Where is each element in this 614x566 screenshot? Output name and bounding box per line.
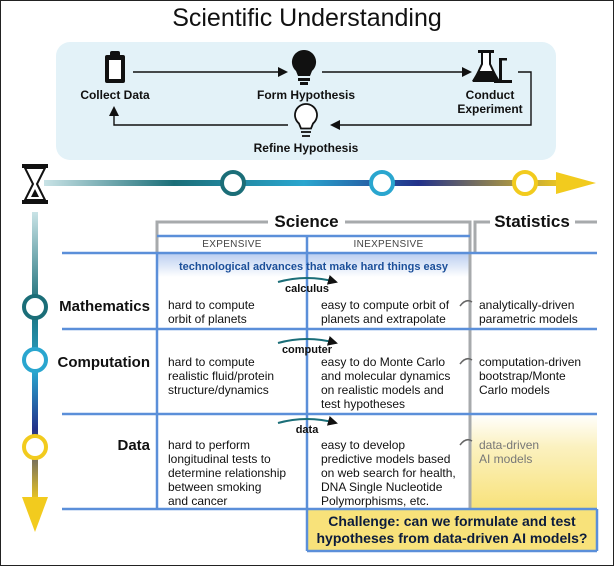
cell-line: analytically-driven [479, 298, 575, 312]
form-hypothesis-label: Form Hypothesis [256, 88, 355, 102]
cell-data-statistics: data-driven AI models [479, 438, 597, 466]
cell-line: DNA Single Nucleotide [321, 480, 443, 494]
cell-line: parametric models [479, 312, 578, 326]
arrow-conduct-to-refine [330, 71, 532, 130]
inexpensive-header: INEXPENSIVE [353, 239, 424, 250]
cell-line: realistic fluid/protein [168, 369, 275, 383]
cell-line: easy to do Monte Carlo [321, 355, 446, 369]
collect-data-label: Collect Data [80, 88, 150, 102]
statistics-header: Statistics [494, 212, 570, 231]
ai-models-highlight [470, 414, 597, 509]
tech-band [157, 253, 470, 277]
cell-line: planets and extrapolate [321, 312, 446, 326]
figure-title: Scientific Understanding [172, 4, 442, 32]
cycle-arrows [109, 67, 532, 130]
link-arrow-math [459, 299, 473, 307]
cell-line: structure/dynamics [168, 383, 269, 397]
cell-line: data-driven [479, 438, 540, 452]
cell-data-expensive: hard to perform longitudinal tests to de… [168, 438, 303, 508]
cell-line: on web search for health, [321, 466, 456, 480]
cell-line: determine relationship [168, 466, 287, 480]
cell-comp-statistics: computation-driven bootstrap/Monte Carlo… [479, 355, 597, 397]
cell-data-inexpensive: easy to develop predictive models based … [321, 438, 469, 508]
statistics-link-arrows [459, 299, 473, 446]
computer-arrow [277, 336, 338, 346]
row-label-computation: Computation [57, 354, 150, 371]
cell-line: and cancer [168, 494, 228, 508]
computer-label: computer [281, 344, 333, 356]
link-arrow-comp [459, 357, 473, 365]
data-label: data [295, 424, 319, 436]
cell-line: and molecular dynamics [321, 369, 451, 383]
cell-comp-expensive: hard to compute realistic fluid/protein … [168, 355, 303, 397]
cell-line: Carlo models [479, 383, 550, 397]
cell-line: hard to compute [168, 298, 255, 312]
cell-comp-inexpensive: easy to do Monte Carlo and molecular dyn… [321, 355, 469, 411]
expensive-header: EXPENSIVE [202, 239, 262, 250]
row-label-data: Data [117, 437, 150, 454]
clipboard-icon [105, 51, 125, 83]
cell-line: predictive models based [321, 452, 451, 466]
vertical-timeline [22, 212, 48, 532]
row-node-computation [22, 347, 48, 373]
cell-line: orbit of planets [168, 312, 247, 326]
hourglass-icon [22, 164, 48, 204]
horizontal-timeline [44, 170, 596, 196]
cell-line: longitudinal tests to [168, 452, 271, 466]
row-node-data [22, 434, 48, 460]
table-grid-blue [62, 234, 599, 553]
cell-line: easy to develop [321, 438, 406, 452]
challenge-box-fill [307, 509, 597, 551]
cell-line: hard to compute [168, 355, 255, 369]
cell-line: between smoking [168, 480, 262, 494]
cell-line: Polymorphisms, etc. [321, 494, 430, 508]
calculus-arrow [277, 275, 338, 285]
cell-line: bootstrap/Monte [479, 369, 566, 383]
transition-arrows [277, 275, 338, 426]
row-node-mathematics [22, 294, 48, 320]
table-grid-grey [155, 220, 597, 509]
lightbulb-filled-icon [291, 49, 317, 85]
science-header: Science [274, 212, 339, 231]
refine-hypothesis-label: Refine Hypothesis [253, 141, 359, 155]
arrow-refine-to-collect [109, 106, 288, 126]
cell-line: AI models [479, 452, 533, 466]
data-arrow [277, 416, 338, 426]
cell-line: test hypotheses [321, 397, 406, 411]
timeline-node-data [512, 170, 538, 196]
tech-advances-label: technological advances that make hard th… [179, 261, 448, 273]
cell-math-expensive: hard to compute orbit of planets [168, 298, 303, 326]
cell-line: on realistic models and [321, 383, 444, 397]
challenge-line: hypotheses from data-driven AI models? [316, 530, 588, 546]
link-arrow-data [459, 438, 473, 446]
conduct-experiment-label: Conduct Experiment [457, 88, 523, 116]
cell-math-inexpensive: easy to compute orbit of planets and ext… [321, 298, 469, 326]
cell-line: computation-driven [479, 355, 582, 369]
challenge-box: Challenge: can we formulate and test hyp… [307, 509, 597, 551]
row-label-mathematics: Mathematics [59, 298, 150, 315]
challenge-line: Challenge: can we formulate and test [328, 513, 576, 529]
flask-icon [472, 50, 512, 83]
cell-math-statistics: analytically-driven parametric models [479, 298, 597, 326]
timeline-node-mathematics [220, 170, 246, 196]
calculus-label: calculus [284, 283, 330, 295]
cell-line: hard to perform [168, 438, 251, 452]
timeline-node-computation [369, 170, 395, 196]
lightbulb-outline-icon [294, 103, 318, 137]
cell-line: easy to compute orbit of [321, 298, 450, 312]
